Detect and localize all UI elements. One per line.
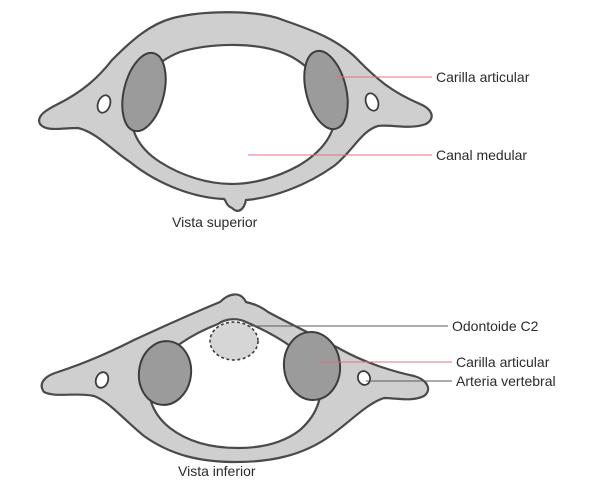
caption-superior-view: Vista superior [172,214,258,230]
label-inferior-articular-facet: Carilla articular [456,354,550,370]
label-superior-articular-facet: Carilla articular [436,69,530,85]
dens-odontoid [210,322,258,360]
inferior-view: Odontoide C2 Carilla articular Arteria v… [42,294,556,479]
label-superior-spinal-canal: Canal medular [436,147,527,163]
caption-inferior-view: Vista inferior [178,463,256,479]
superior-view: Carilla articular Canal medular Vista su… [39,12,530,230]
label-vertebral-artery: Arteria vertebral [456,373,556,389]
label-dens: Odontoide C2 [452,318,539,334]
